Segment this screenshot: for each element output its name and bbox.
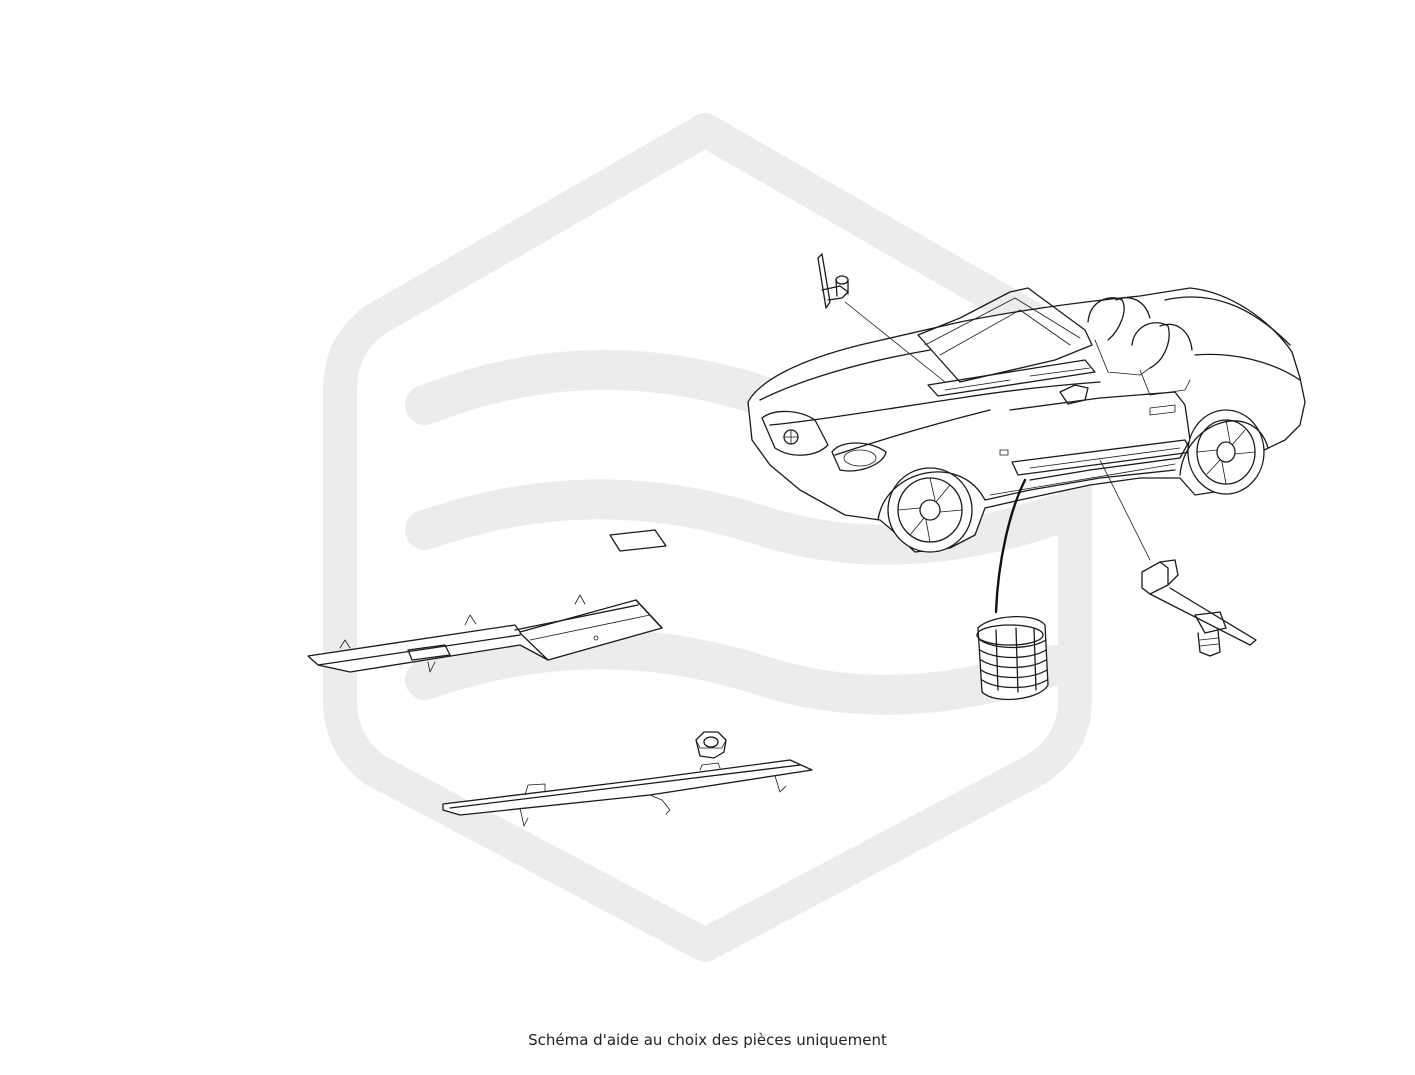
part-clip-right [1141,559,1257,657]
leader-line-clip-right [1099,459,1151,561]
part-sill-cover-upper [307,594,663,673]
watermark-band-bottom [405,629,1075,715]
part-pad [609,529,667,552]
leader-line-grommet [994,478,1027,614]
leader-lines [844,301,1151,614]
diagram-caption: Schéma d'aide au choix des pièces unique… [528,1031,887,1049]
part-grommet [976,615,1049,701]
part-nut [695,731,727,759]
car-illustration [747,287,1306,553]
part-sill-trim-lower [442,759,813,827]
leader-line-clip-top [844,301,946,383]
part-clip-top [817,253,849,309]
